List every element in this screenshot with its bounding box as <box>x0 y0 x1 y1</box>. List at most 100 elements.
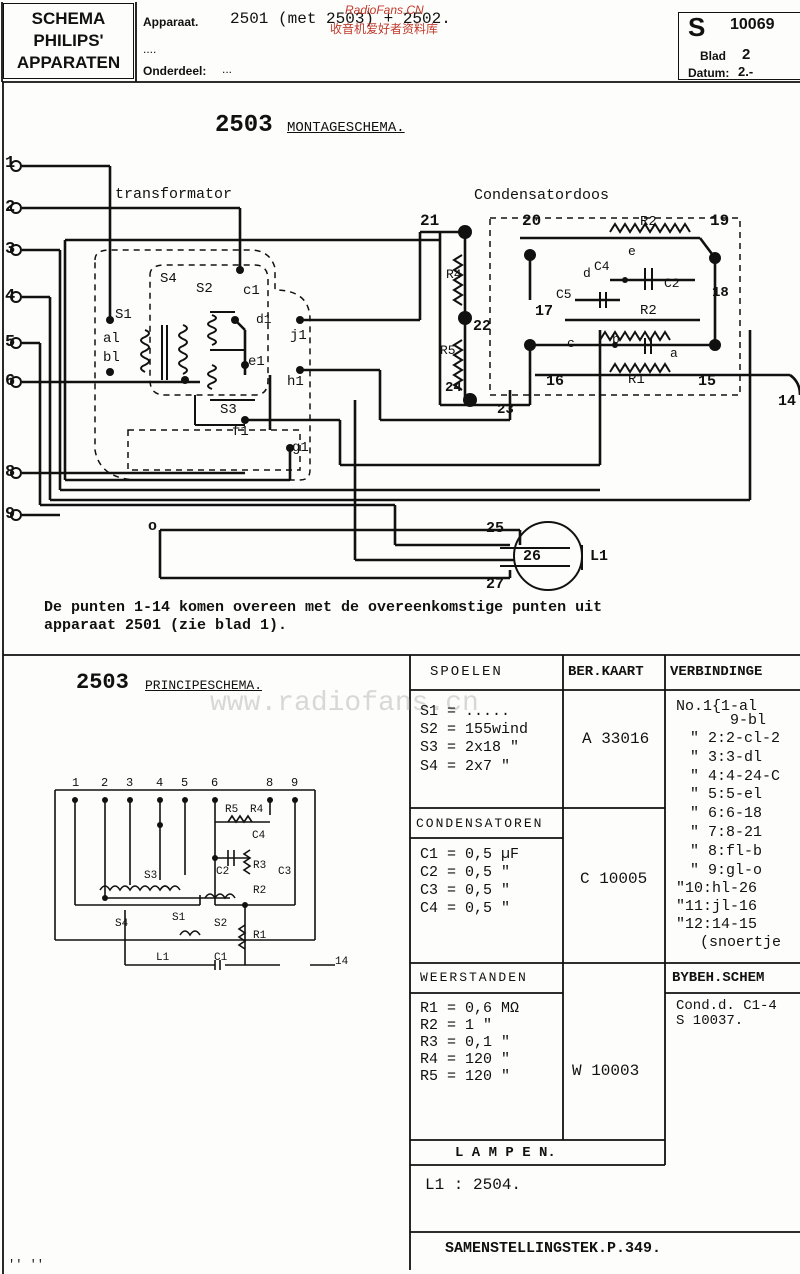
verb-row-12: "11:jl-16 <box>676 898 758 915</box>
verb-row-10: " 9:gl-o <box>690 862 763 879</box>
datum-label: Datum: <box>688 66 730 80</box>
principe-R5: R5 <box>225 804 239 816</box>
condensatoren-header: CONDENSATOREN <box>416 816 544 831</box>
principe-num-6: 6 <box>211 776 219 790</box>
label-j1: j1 <box>290 328 307 344</box>
verb-row-9: " 8:fl-b <box>690 843 763 860</box>
montage-title-number: 2503 <box>215 112 273 139</box>
terminal-8: 8 <box>5 463 16 482</box>
label-R4: R4 <box>446 267 462 282</box>
datum-value: 2.- <box>738 64 754 79</box>
point-16: 16 <box>546 373 565 390</box>
montage-note-1: De punten 1-14 komen overeen met de over… <box>44 599 603 616</box>
label-bl: bl <box>103 350 120 366</box>
label-C2: C2 <box>664 276 680 291</box>
header-brand-box <box>3 3 134 79</box>
principe-S3: S3 <box>144 870 158 882</box>
label-S3: S3 <box>220 402 237 418</box>
verbindingen-header: VERBINDINGE <box>670 664 763 680</box>
terminal-1: 1 <box>5 154 16 173</box>
brand-line-1: SCHEMA <box>31 9 106 28</box>
onderdeel-value: ... <box>222 62 233 76</box>
cond-row-3: C3 = 0,5 " <box>420 882 511 899</box>
point-24: 24 <box>445 380 462 396</box>
spoelen-row-4: S4 = 2x7 " <box>420 758 511 775</box>
verb-row-11: "10:hl-26 <box>676 880 758 897</box>
principe-S2: S2 <box>214 918 228 930</box>
spoelen-row-1: S1 = ..... <box>420 703 511 720</box>
label-e1: e1 <box>248 354 265 370</box>
onderdeel-label: Onderdeel: <box>143 64 207 78</box>
weer-row-5: R5 = 120 " <box>420 1068 511 1085</box>
principe-C1: C1 <box>214 952 228 964</box>
lampen-header: L A M P E N. <box>455 1145 556 1161</box>
label-R1: R1 <box>628 372 645 388</box>
principe-num-1: 1 <box>72 776 80 790</box>
point-19: 19 <box>710 212 730 230</box>
montage-note-2: apparaat 2501 (zie blad 1). <box>44 617 288 634</box>
blad-value: 2 <box>742 46 751 63</box>
principe-num-3: 3 <box>126 776 134 790</box>
header-number-box <box>678 12 800 80</box>
principe-num-9: 9 <box>291 776 299 790</box>
label-S1: S1 <box>115 307 132 323</box>
ber-kaart-header: BER.KAART <box>568 664 644 680</box>
cond-row-1: C1 = 0,5 µF <box>420 846 520 863</box>
verb-row-2: 9-bl <box>676 712 767 729</box>
watermark-cn: 收音机爱好者资料库 <box>330 22 439 36</box>
point-27: 27 <box>486 576 505 593</box>
footer-marks: '' '' <box>8 1258 45 1272</box>
terminal-6: 6 <box>5 372 16 391</box>
point-25: 25 <box>486 520 505 537</box>
s-number: 10069 <box>730 16 775 33</box>
transformator-label: transformator <box>115 186 233 203</box>
label-b: b <box>612 332 620 347</box>
principe-R2: R2 <box>253 885 267 897</box>
weer-row-4: R4 = 120 " <box>420 1051 511 1068</box>
terminal-3: 3 <box>5 240 16 259</box>
verb-row-6: " 5:5-el <box>690 786 763 803</box>
principe-num-2: 2 <box>101 776 109 790</box>
label-c: c <box>567 336 575 351</box>
weer-row-1: R1 = 0,6 MΩ <box>420 1000 520 1017</box>
verb-row-3: " 2:2-cl-2 <box>690 730 781 747</box>
point-18: 18 <box>712 285 729 301</box>
point-17: 17 <box>535 303 554 320</box>
verb-row-4: " 3:3-dl <box>690 749 763 766</box>
principe-R3: R3 <box>253 860 267 872</box>
point-20: 20 <box>522 212 542 230</box>
cond-row-4: C4 = 0,5 " <box>420 900 511 917</box>
spoelen-row-3: S3 = 2x18 " <box>420 739 520 756</box>
point-23: 23 <box>497 402 514 418</box>
brand-line-2: PHILIPS' <box>33 31 104 50</box>
verb-row-5: " 4:4-24-C <box>690 768 781 785</box>
label-e: e <box>628 244 636 259</box>
principe-C2: C2 <box>216 866 230 878</box>
principe-title-number: 2503 <box>76 670 129 695</box>
terminal-2: 2 <box>5 198 16 217</box>
lampen-row: L1 : 2504. <box>425 1176 522 1194</box>
bybeh-header: BYBEH.SCHEM <box>672 970 765 986</box>
s-prefix: S <box>688 12 706 42</box>
point-22: 22 <box>473 318 492 335</box>
principe-C4: C4 <box>252 830 266 842</box>
principe-num-8: 8 <box>266 776 274 790</box>
ber-kaart-spoelen: A 33016 <box>582 730 650 748</box>
label-al: al <box>103 331 120 347</box>
point-14: 14 <box>778 393 797 410</box>
label-d1: d1 <box>256 312 272 327</box>
label-R5: R5 <box>440 343 456 358</box>
condensatordoos-label: Condensatordoos <box>474 187 610 204</box>
weer-row-2: R2 = 1 " <box>420 1017 493 1034</box>
label-h1: h1 <box>287 374 304 390</box>
spoelen-header: SPOELEN <box>430 664 503 680</box>
ber-kaart-cond: C 10005 <box>580 870 648 888</box>
point-o: o <box>148 518 158 535</box>
label-S2: S2 <box>196 281 213 297</box>
principe-C3: C3 <box>278 866 292 878</box>
point-21: 21 <box>420 212 440 230</box>
weer-row-3: R3 = 0,1 " <box>420 1034 511 1051</box>
ber-kaart-weer: W 10003 <box>572 1062 640 1080</box>
spoelen-row-2: S2 = 155wind <box>420 721 529 738</box>
